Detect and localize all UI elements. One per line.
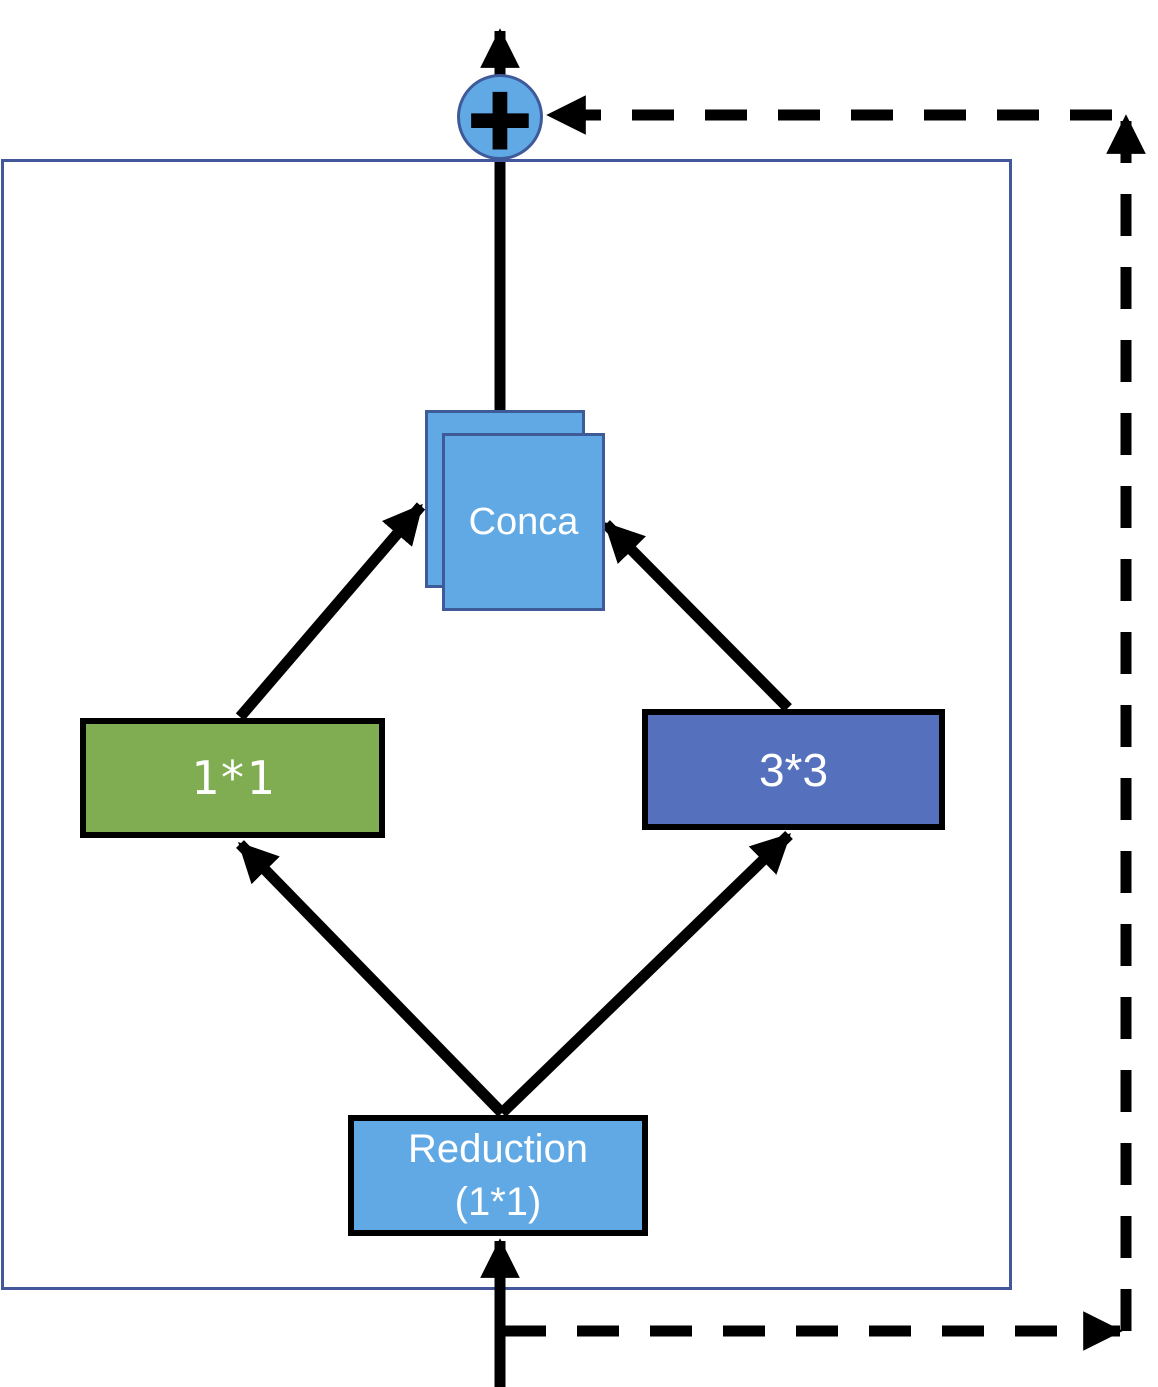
concat-label: Conca	[468, 500, 579, 543]
reduction-label-line1: Reduction	[407, 1126, 589, 1171]
block-boundary-box	[1, 159, 1012, 1290]
node-conv3x3: 3*3	[642, 709, 945, 830]
conv1x1-label: 1*1	[190, 751, 275, 805]
conv3x3-label: 3*3	[758, 743, 829, 796]
arrow-reduction-to-conv1x1	[236, 840, 506, 1117]
node-sum: +	[457, 69, 543, 167]
reduction-label-line2: (1*1)	[454, 1179, 542, 1224]
arrow-conv3x3-to-concat	[602, 520, 792, 712]
node-reduction: Reduction (1*1)	[348, 1115, 648, 1236]
node-conv1x1: 1*1	[80, 718, 385, 838]
plus-icon: +	[462, 69, 537, 167]
arrow-conv1x1-to-concat	[235, 502, 426, 721]
node-concat: Conca	[442, 433, 605, 611]
arrow-reduction-to-conv3x3	[498, 831, 793, 1117]
